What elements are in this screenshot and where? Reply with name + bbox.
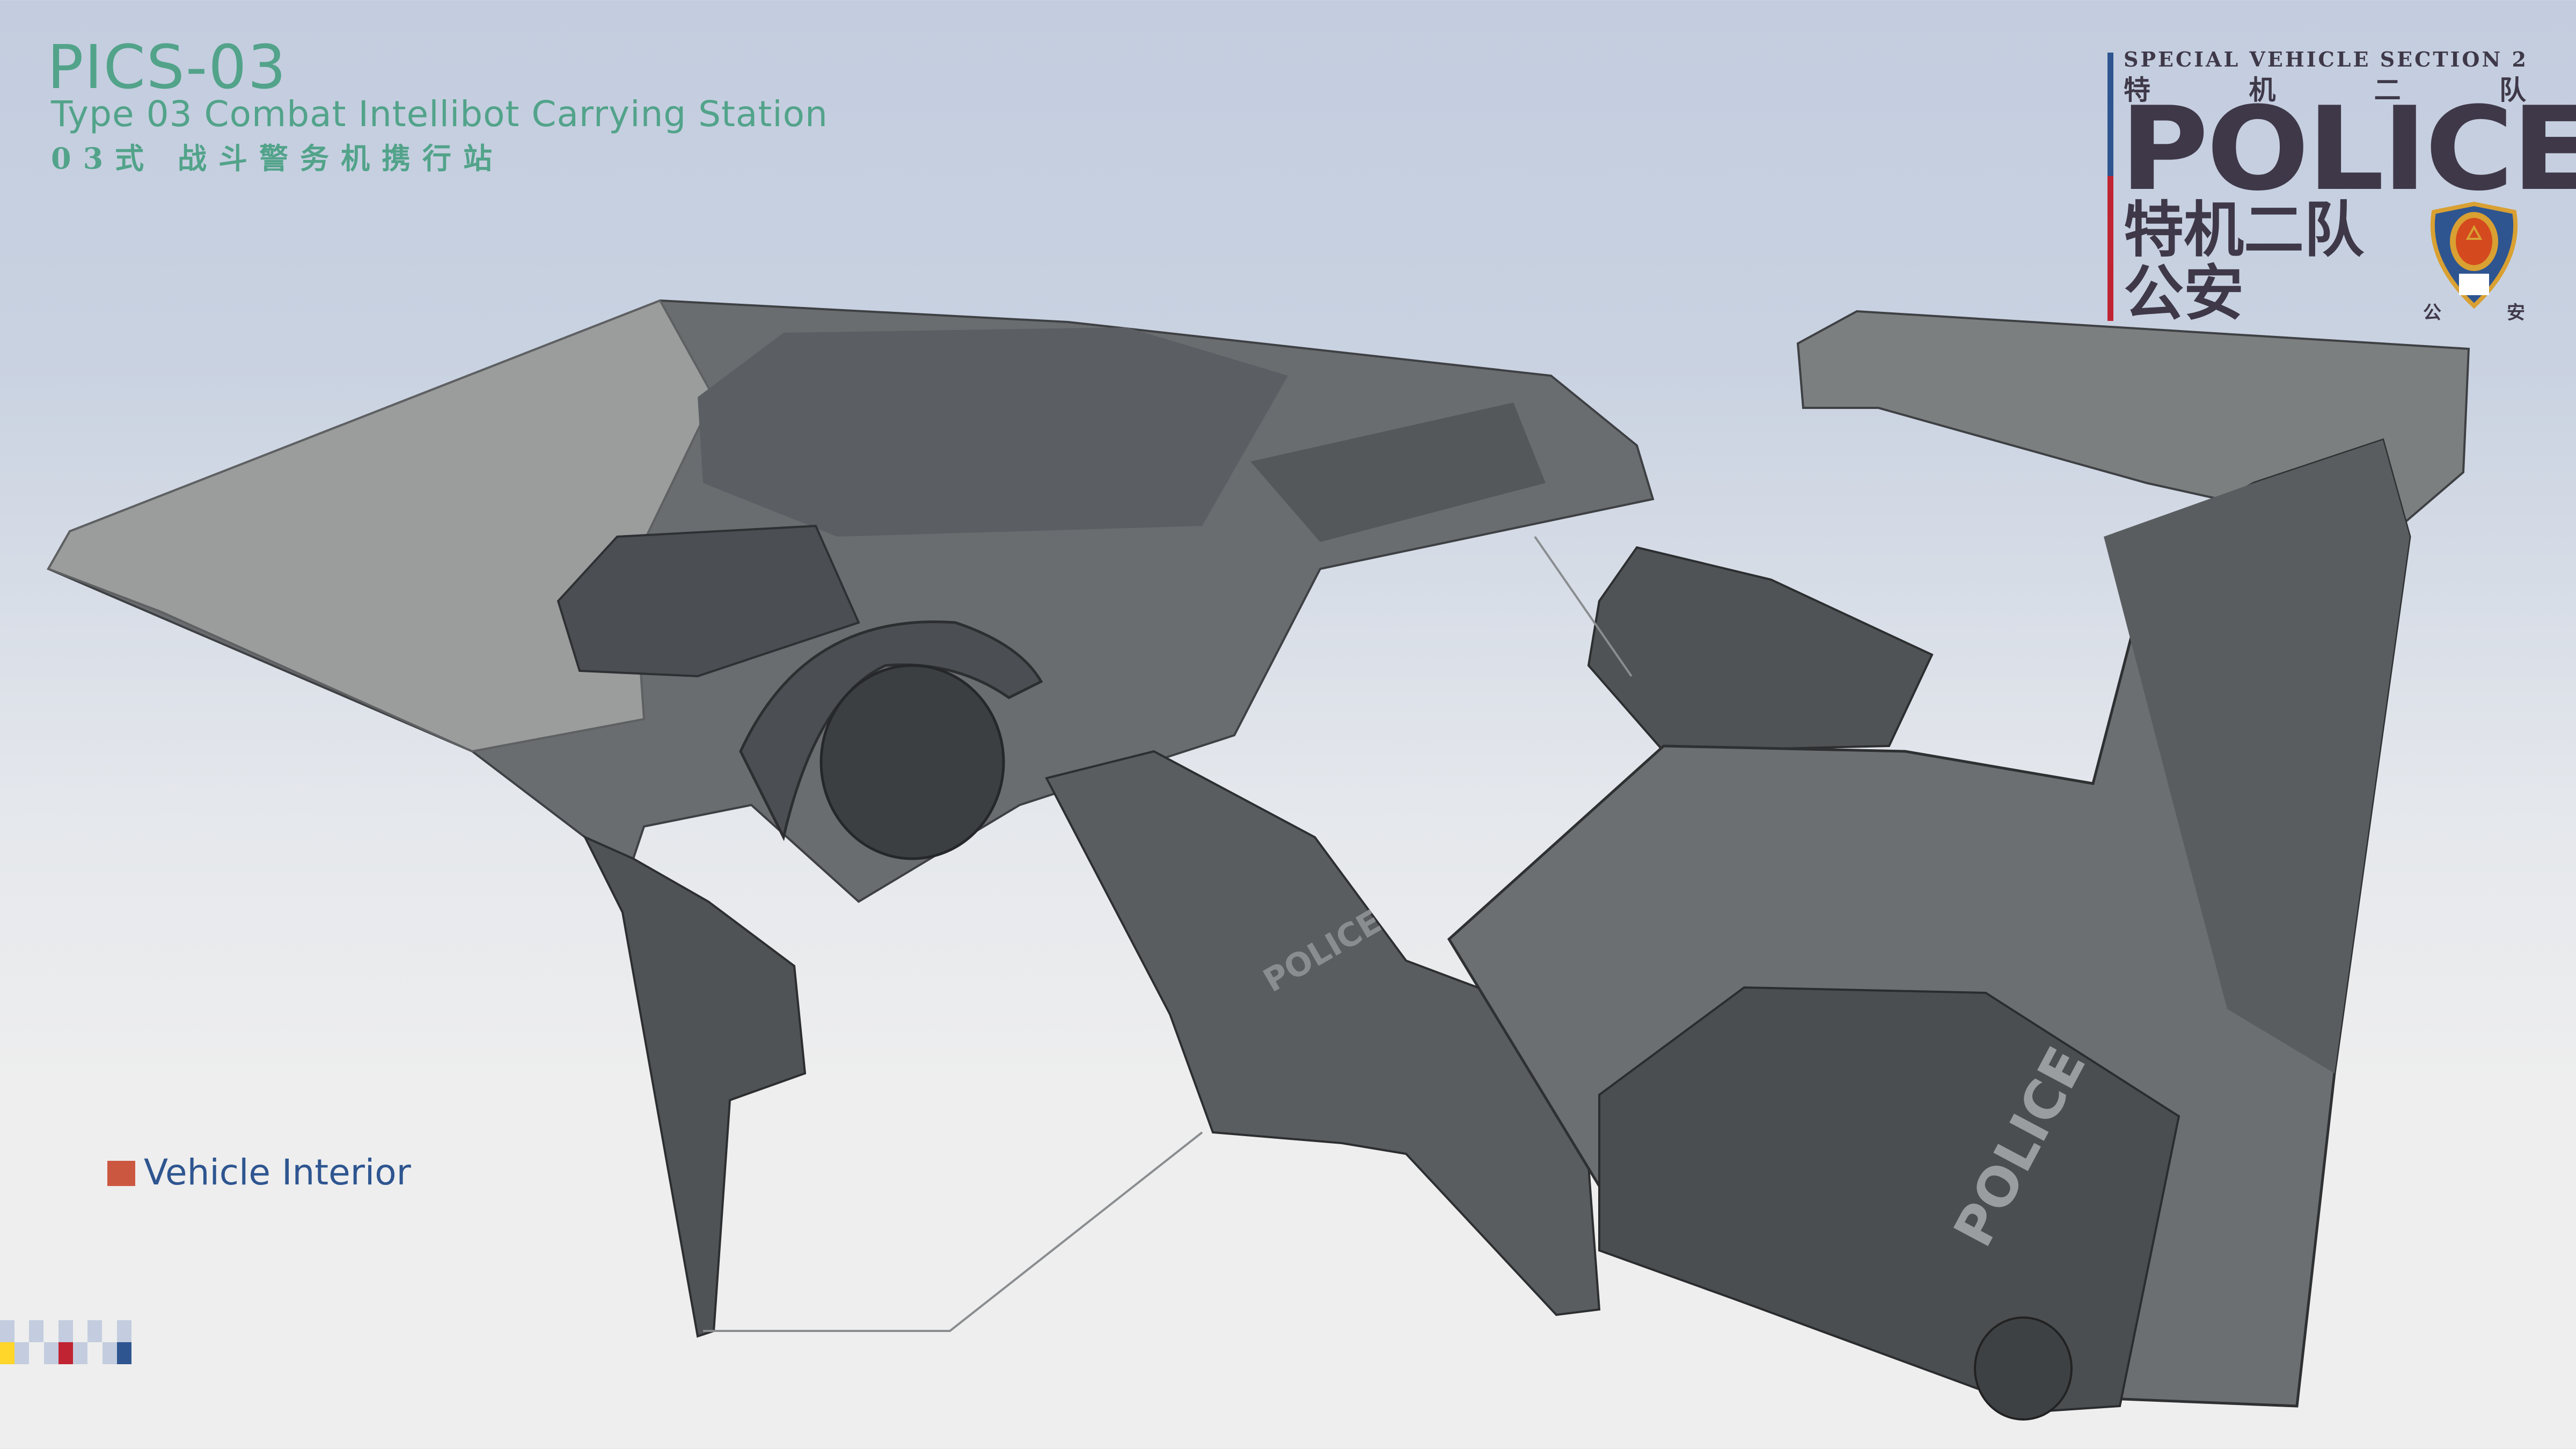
dashboard-slab: [47, 299, 1655, 903]
police-badge-icon: [2430, 201, 2518, 309]
palette-cell: [117, 1320, 131, 1342]
palette-cell: [29, 1320, 43, 1342]
badge-caption: 公 安: [2423, 298, 2525, 324]
palette-cell: [0, 1320, 14, 1342]
palette-cell: [103, 1342, 117, 1364]
seat: POLICE: [1447, 438, 2411, 1421]
palette-cell: [87, 1320, 102, 1342]
palette-cell: [14, 1342, 29, 1364]
left-side-panel: [582, 835, 807, 1338]
logo-color-bar: [2107, 53, 2113, 321]
logo-unit-cn: 特机二队 公安: [2124, 199, 2364, 325]
badge-char: 公: [2423, 302, 2441, 324]
palette-cell: [44, 1342, 58, 1364]
steering-yoke: [739, 620, 1043, 860]
badge-char: 安: [2507, 302, 2525, 324]
logo-cn-char: 队: [2499, 74, 2526, 106]
page-code: PICS-03: [47, 33, 287, 103]
logo-police-wordmark: POLICE: [2120, 82, 2576, 216]
legend-swatch: [107, 1161, 135, 1186]
logo-cn-char: 特: [2124, 74, 2150, 106]
sketch-lines: [703, 536, 1633, 1332]
logo-unit-name: 特机二队: [2124, 195, 2364, 265]
palette-cell-blue: [117, 1342, 131, 1364]
logo-bureau-name: 公安: [2124, 258, 2244, 328]
logo-section-en: SPECIAL VEHICLE SECTION 2: [2124, 47, 2528, 71]
logo-section-cn: 特 机 二 队: [2124, 69, 2526, 107]
palette-cell-yellow: [0, 1342, 14, 1364]
palette-cell: [58, 1320, 73, 1342]
palette-cell: [73, 1342, 87, 1364]
palette-strip: [0, 1320, 134, 1365]
center-console: POLICE: [1045, 750, 1601, 1316]
palette-cell-red: [58, 1342, 73, 1364]
page-subtitle: Type 03 Combat Intellibot Carrying Stati…: [51, 93, 828, 135]
logo-cn-char: 二: [2374, 74, 2401, 106]
chinese-title: 03式 战斗警务机携行站: [51, 141, 504, 175]
legend-label: Vehicle Interior: [144, 1152, 411, 1193]
logo-cn-char: 机: [2249, 74, 2276, 106]
